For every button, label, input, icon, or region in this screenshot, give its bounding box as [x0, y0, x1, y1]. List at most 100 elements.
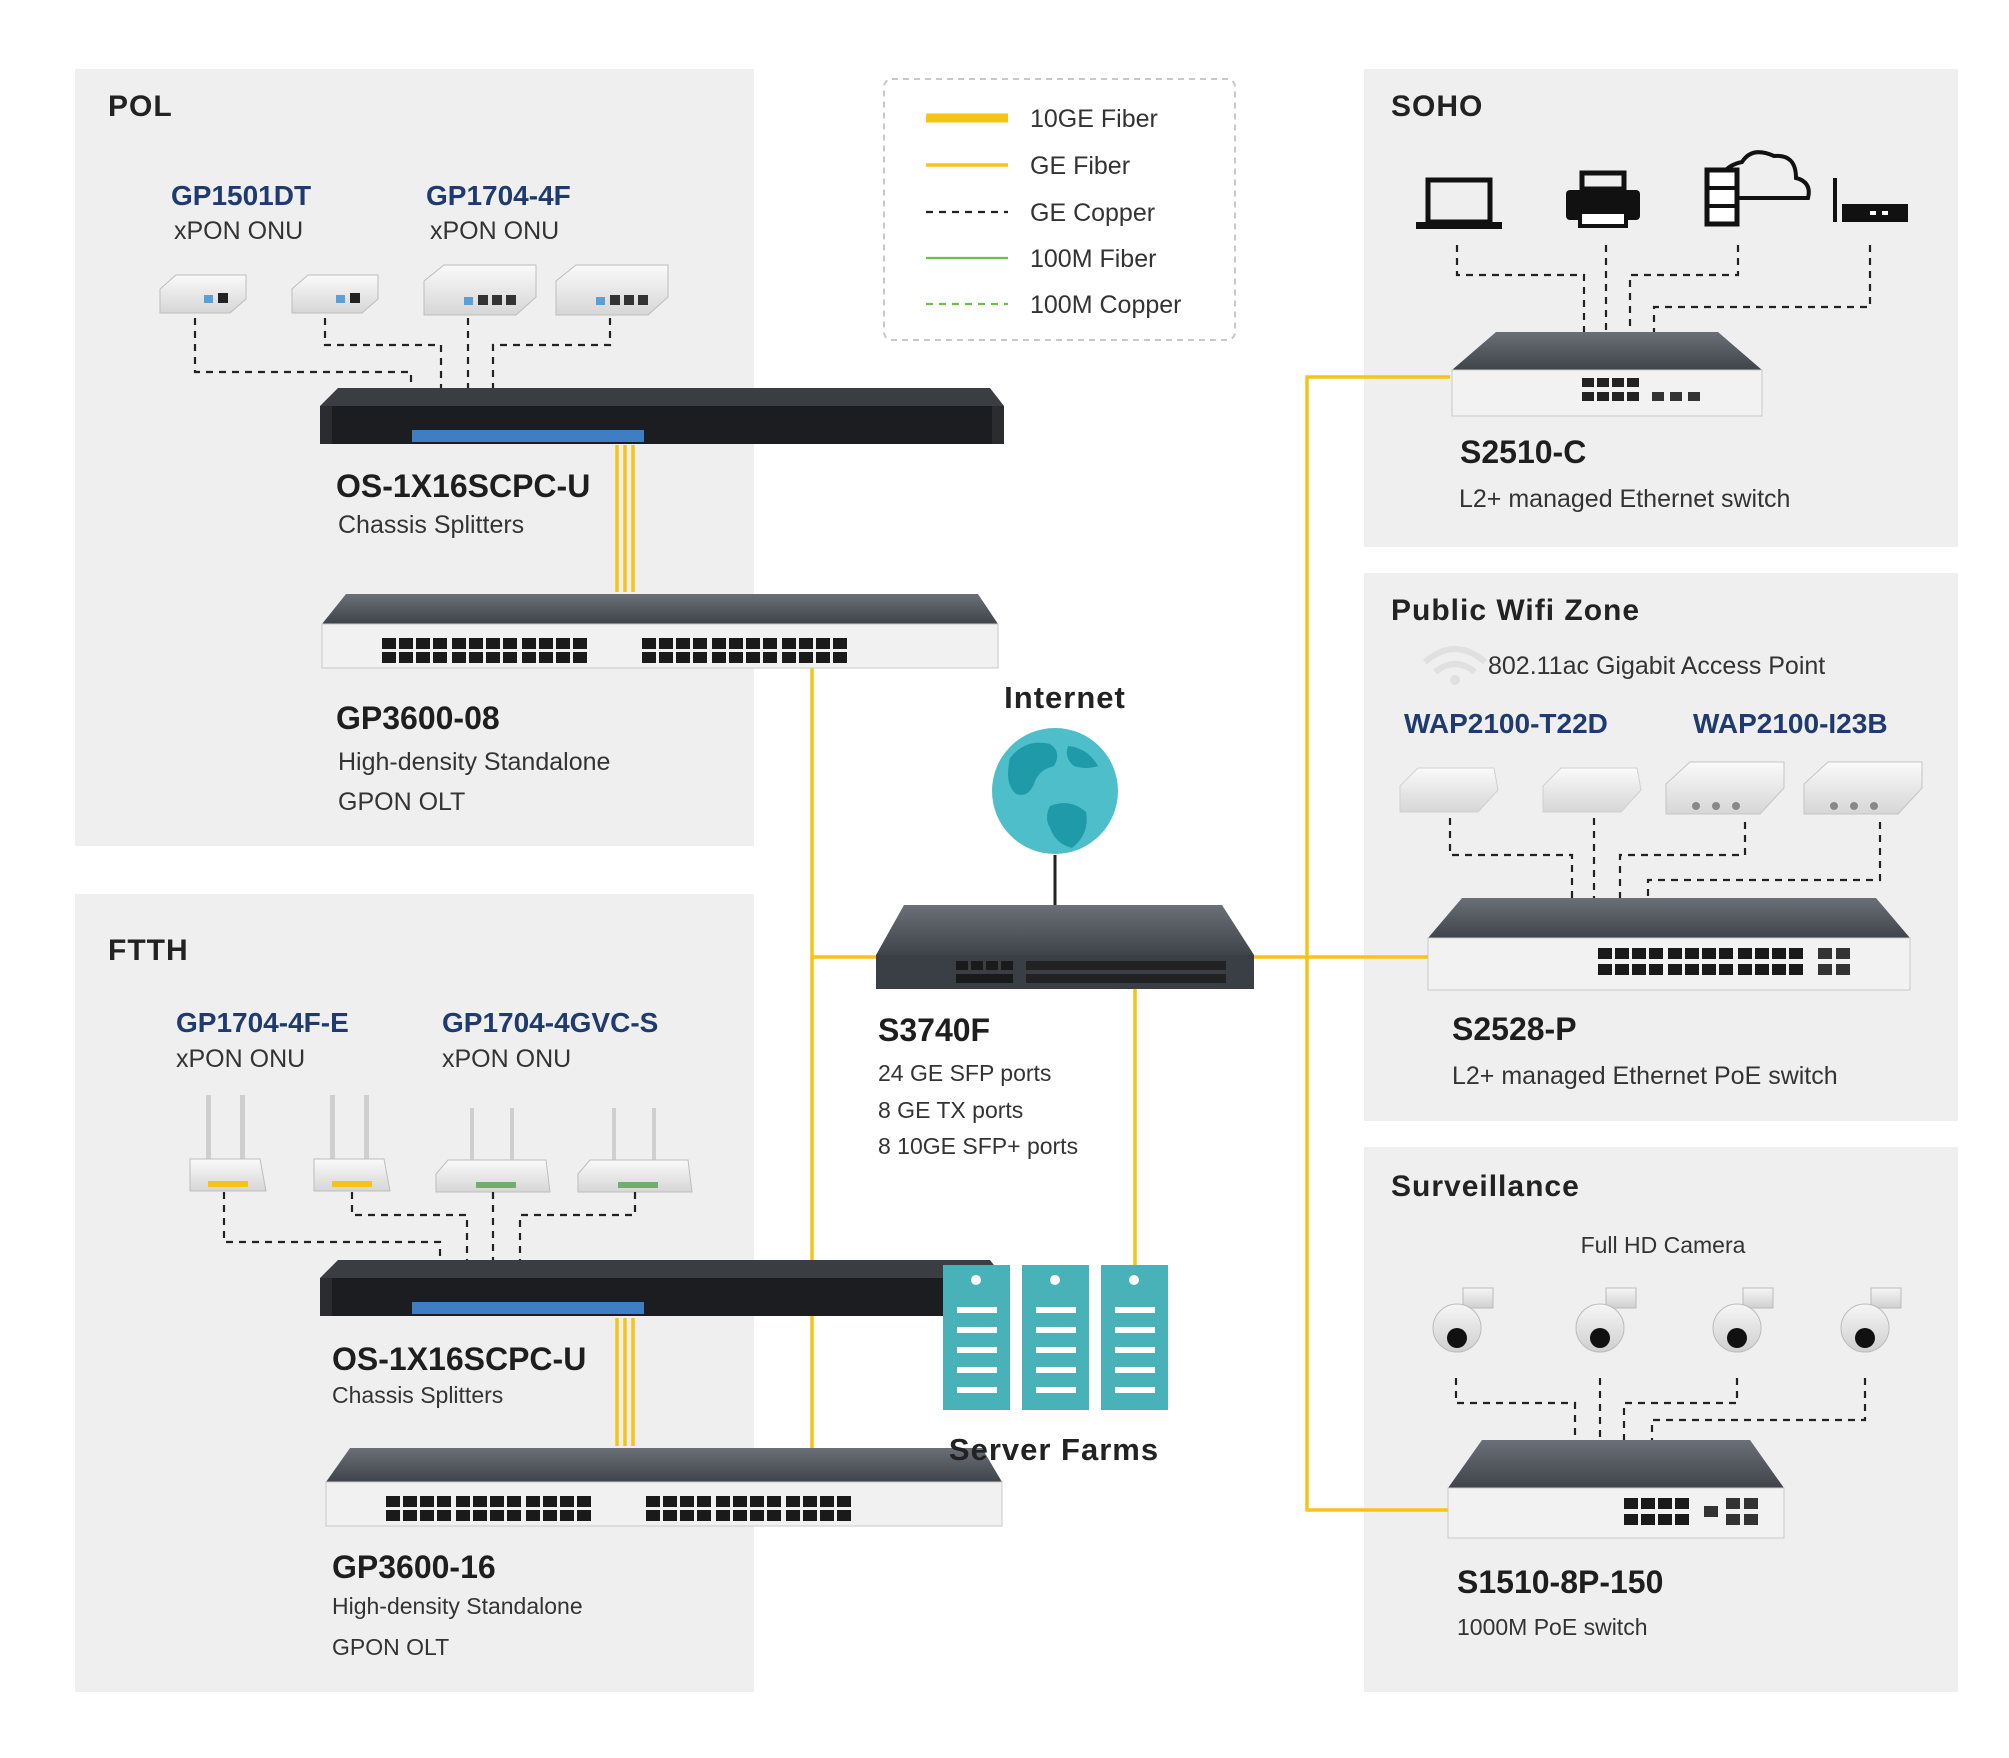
- ftth-copper-links: [222, 1192, 637, 1262]
- copper-line: [1652, 245, 1872, 332]
- core-port-line: 24 GE SFP ports: [878, 1060, 1051, 1086]
- copper-line: [491, 318, 612, 392]
- copper-line: [350, 1192, 469, 1262]
- copper-line: [323, 318, 443, 392]
- onu-device-icon: [423, 264, 537, 316]
- wifi-switch-desc: L2+ managed Ethernet PoE switch: [1452, 1062, 1838, 1090]
- onu-device-icon: [555, 264, 669, 316]
- legend-label: GE Fiber: [1030, 152, 1130, 180]
- copper-line: [193, 318, 413, 392]
- globe-icon: [992, 728, 1118, 854]
- server-rack-icon: [1022, 1265, 1089, 1410]
- ftth-olt-desc1: High-density Standalone: [332, 1593, 583, 1619]
- server-rack-icon: [1101, 1265, 1168, 1410]
- internet-label: Internet: [1004, 680, 1126, 715]
- router-antenna-icon: [577, 1108, 693, 1193]
- router-antenna-icon: [313, 1095, 391, 1192]
- wifi-ap2-model: WAP2100-I23B: [1693, 708, 1888, 739]
- copper-line: [1454, 1378, 1577, 1440]
- soho-switch-desc: L2+ managed Ethernet switch: [1459, 485, 1790, 513]
- legend-frame: [883, 78, 1236, 341]
- splitter-connectors: [412, 430, 644, 442]
- server-cloud-icon: [1704, 150, 1811, 227]
- poe-switch-device: [1447, 1440, 1785, 1539]
- pol-splitter-model: OS-1X16SCPC-U: [336, 468, 590, 504]
- pol-olt-model: GP3600-08: [336, 700, 500, 736]
- ftth-onu1-type: xPON ONU: [176, 1045, 305, 1073]
- ftth-title: FTTH: [108, 934, 189, 967]
- legend: 10GE Fiber GE Fiber GE Copper 100M Fiber…: [883, 78, 1236, 341]
- pol-panel: [75, 69, 754, 846]
- dome-camera-icon: [1575, 1287, 1637, 1353]
- pol-olt-desc2: GPON OLT: [338, 788, 465, 816]
- surveillance-camera-desc: Full HD Camera: [1581, 1232, 1746, 1258]
- ftth-splitter-desc: Chassis Splitters: [332, 1382, 503, 1408]
- ftth-onu2-type: xPON ONU: [442, 1045, 571, 1073]
- wifi-icon: [1423, 646, 1487, 685]
- pol-onu2-type: xPON ONU: [430, 217, 559, 245]
- router-antenna-icon: [435, 1108, 551, 1193]
- pol-olt-desc1: High-density Standalone: [338, 748, 610, 776]
- surveillance-switch-desc: 1000M PoE switch: [1457, 1614, 1647, 1640]
- soho-switch-model: S2510-C: [1460, 434, 1586, 470]
- router-antenna-icon: [189, 1095, 267, 1192]
- surveillance-copper-links: [1454, 1378, 1867, 1440]
- pol-title: POL: [108, 90, 173, 123]
- copper-line: [1628, 245, 1740, 332]
- pol-onu-devices: [159, 264, 669, 316]
- olt-device: [325, 1448, 1003, 1527]
- fiber-line: [1305, 375, 1450, 1512]
- dome-camera-icon: [1432, 1287, 1494, 1353]
- poe-switch-device: [1427, 898, 1911, 991]
- server-farms-label: Server Farms: [949, 1432, 1159, 1467]
- soho-switch-device: [1451, 332, 1763, 417]
- access-point-devices: [1399, 761, 1923, 815]
- wifi-copper-links: [1448, 818, 1882, 900]
- onu-device-icon: [291, 274, 379, 314]
- core-port-line: 8 10GE SFP+ ports: [878, 1133, 1078, 1159]
- copper-line: [1650, 1378, 1867, 1440]
- core-port-line: 8 GE TX ports: [878, 1097, 1023, 1123]
- splitter-connectors: [412, 1302, 644, 1314]
- copper-line: [1622, 1378, 1739, 1440]
- core-model: S3740F: [878, 1012, 990, 1048]
- camera-devices: [1432, 1287, 1902, 1353]
- copper-line: [1618, 822, 1747, 900]
- legend-label: 100M Copper: [1030, 291, 1181, 319]
- soho-title: SOHO: [1391, 90, 1483, 123]
- wifi-title: Public Wifi Zone: [1391, 594, 1640, 627]
- wifi-ap-desc: 802.11ac Gigabit Access Point: [1488, 652, 1825, 680]
- copper-line: [518, 1192, 637, 1262]
- ftth-olt-model: GP3600-16: [332, 1549, 496, 1585]
- pol-onu1-model: GP1501DT: [171, 180, 311, 211]
- printer-icon: [1566, 170, 1640, 228]
- core-switch-device: [876, 905, 1254, 989]
- access-point-icon: [1399, 767, 1499, 813]
- legend-label: 10GE Fiber: [1030, 105, 1158, 133]
- ftth-splitter-model: OS-1X16SCPC-U: [332, 1341, 586, 1377]
- router-icon: [1833, 178, 1908, 222]
- wifi-switch-model: S2528-P: [1452, 1011, 1577, 1047]
- copper-line: [1455, 245, 1586, 332]
- access-point-icon: [1542, 767, 1642, 813]
- olt-device: [321, 594, 999, 669]
- copper-line: [1448, 818, 1574, 900]
- access-point-icon: [1803, 761, 1923, 815]
- copper-line: [222, 1192, 442, 1262]
- pol-onu2-model: GP1704-4F: [426, 180, 571, 211]
- legend-label: GE Copper: [1030, 199, 1155, 227]
- surveillance-panel: [1364, 1147, 1958, 1692]
- soho-copper-links: [1455, 245, 1872, 332]
- laptop-icon: [1416, 177, 1502, 229]
- ftth-onu2-model: GP1704-4GVC-S: [442, 1007, 658, 1038]
- legend-label: 100M Fiber: [1030, 245, 1156, 273]
- pol-copper-links: [193, 318, 612, 392]
- dome-camera-icon: [1712, 1287, 1774, 1353]
- surveillance-switch-model: S1510-8P-150: [1457, 1564, 1663, 1600]
- soho-panel: [1364, 69, 1958, 547]
- ftth-olt-desc2: GPON OLT: [332, 1634, 449, 1660]
- onu-device-icon: [159, 274, 247, 314]
- surveillance-title: Surveillance: [1391, 1170, 1580, 1203]
- access-point-icon: [1665, 761, 1785, 815]
